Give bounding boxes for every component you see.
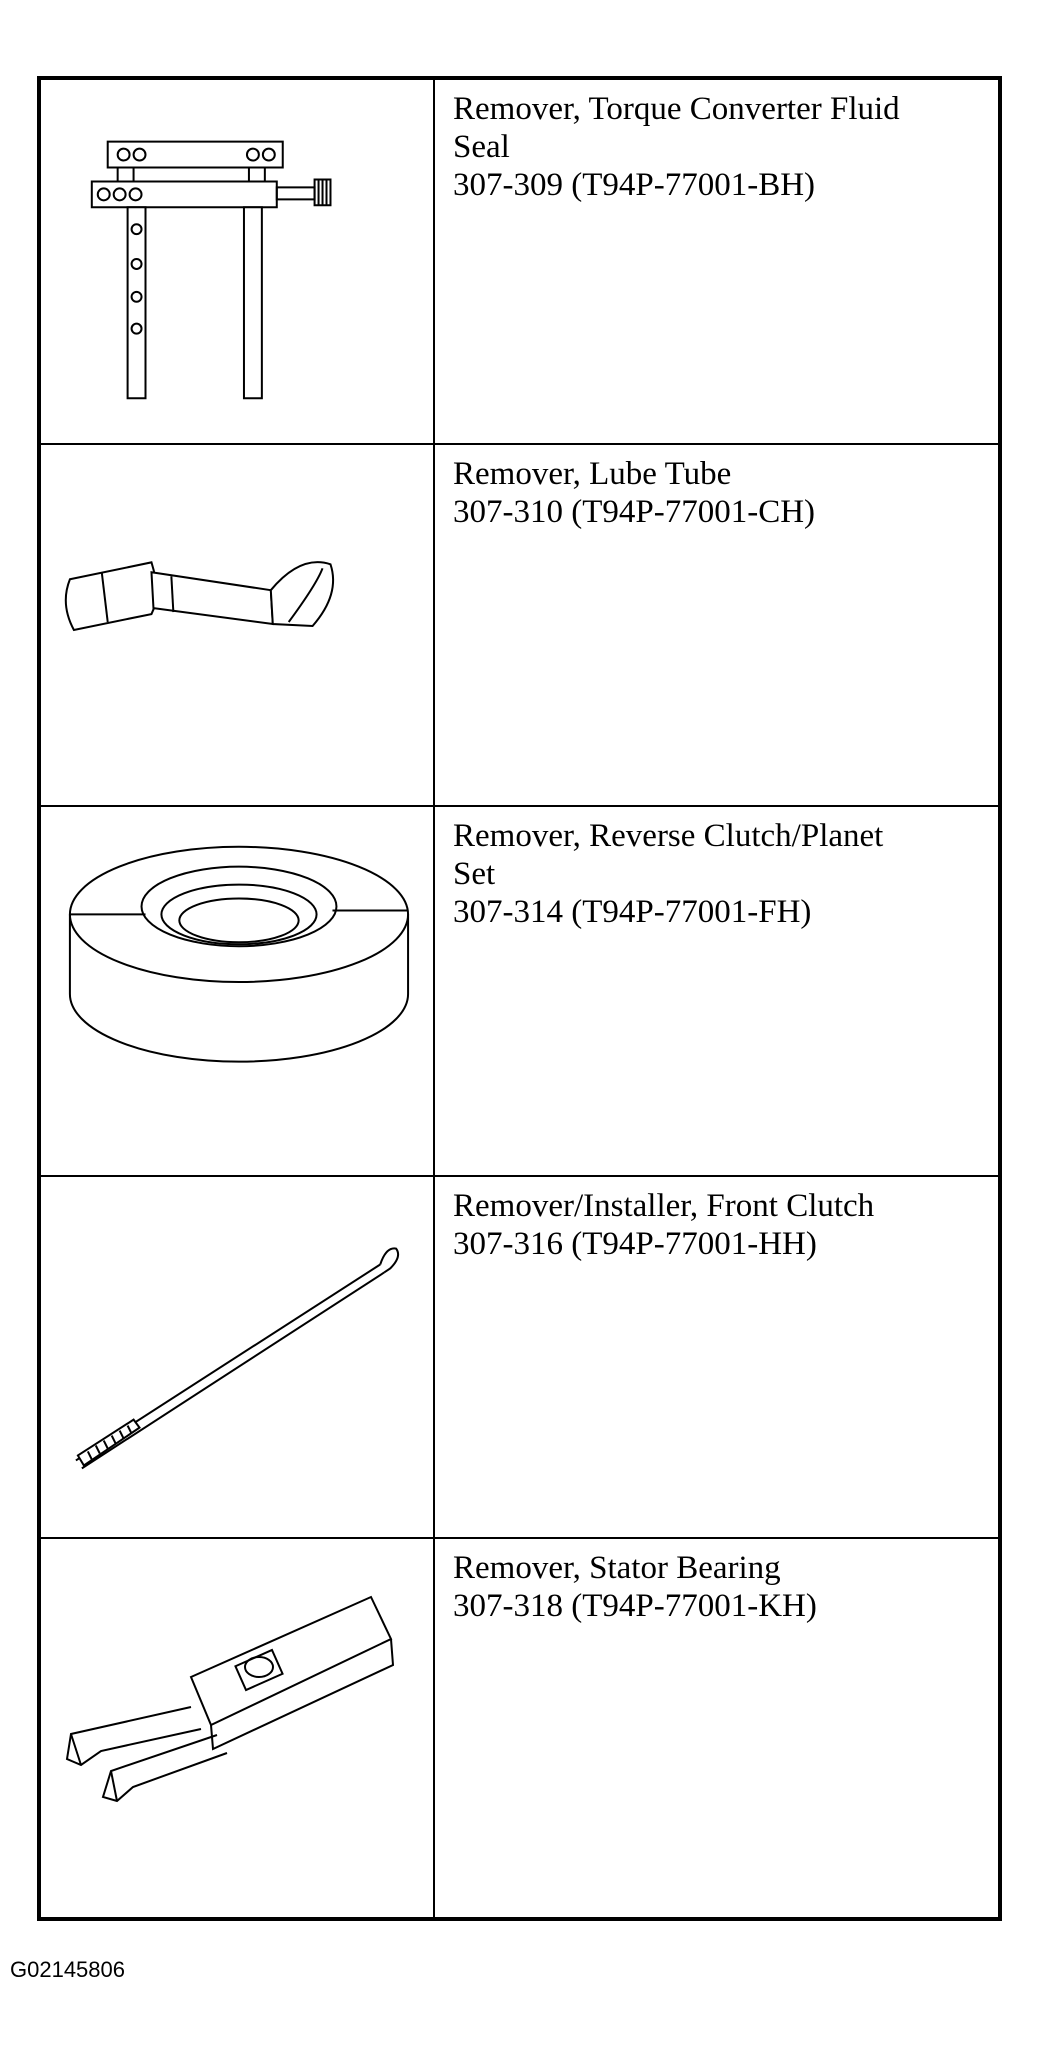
table-row: Remover, Reverse Clutch/Planet Set 307-3… (41, 807, 998, 1177)
lube-tube-remover-icon (41, 445, 433, 805)
tool-name: Remover, Stator Bearing (453, 1550, 781, 1586)
stator-bearing-remover-icon (41, 1539, 433, 1917)
tool-name: Remover, Lube Tube (453, 456, 732, 492)
tool-name: Remover/Installer, Front Clutch (453, 1188, 875, 1224)
tool-name-cont: Set (453, 856, 496, 892)
table-row: Remover, Stator Bearing 307-318 (T94P-77… (41, 1539, 998, 1917)
front-clutch-rod-icon (41, 1177, 433, 1537)
tool-part-number: 307-309 (T94P-77001-BH) (453, 167, 816, 203)
tool-name: Remover, Reverse Clutch/Planet (453, 818, 884, 854)
tool-part-number: 307-316 (T94P-77001-HH) (453, 1226, 817, 1262)
table-row: Remover/Installer, Front Clutch 307-316 … (41, 1177, 998, 1539)
tool-part-number: 307-314 (T94P-77001-FH) (453, 894, 812, 930)
tool-part-number: 307-318 (T94P-77001-KH) (453, 1588, 817, 1624)
table-row: Remover, Lube Tube 307-310 (T94P-77001-C… (41, 445, 998, 807)
fluid-seal-remover-icon (41, 80, 433, 443)
special-tools-table: Remover, Torque Converter Fluid Seal 307… (37, 76, 1002, 1921)
table-row: Remover, Torque Converter Fluid Seal 307… (41, 80, 998, 445)
tool-part-number: 307-310 (T94P-77001-CH) (453, 494, 816, 530)
tool-name-cont: Seal (453, 129, 510, 165)
tool-name: Remover, Torque Converter Fluid (453, 91, 900, 127)
figure-id: G02145806 (10, 1957, 125, 1982)
reverse-clutch-remover-icon (41, 807, 433, 1175)
